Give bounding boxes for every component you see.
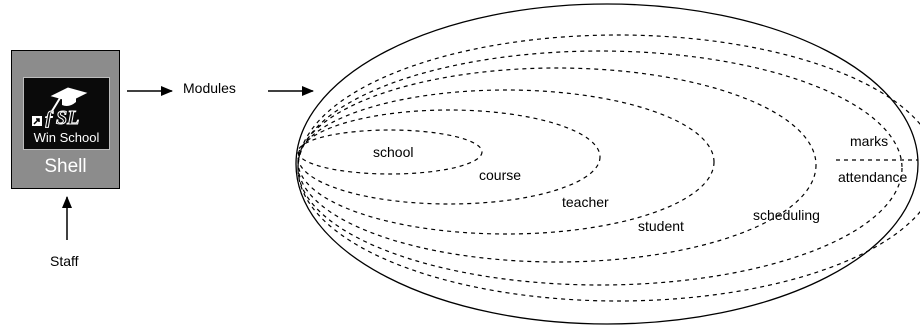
ring-course: [297, 109, 601, 205]
ring-teacher: [297, 89, 715, 235]
ring-label-scheduling: scheduling: [753, 207, 820, 223]
shell-box[interactable]: ƒ SL Win School Shell: [11, 50, 120, 189]
ring-student: [297, 67, 817, 263]
ring-school: [297, 129, 483, 175]
ring-label-school: school: [373, 144, 413, 160]
svg-text:ƒ: ƒ: [44, 107, 54, 129]
logo-text: SL: [56, 107, 79, 129]
ring-attendance: [297, 34, 920, 302]
outer-module-ellipse: [295, 3, 919, 325]
win-school-app-icon[interactable]: ƒ SL Win School: [23, 77, 110, 150]
ring-label-student: student: [638, 218, 684, 234]
ring-label-marks: marks: [850, 133, 888, 149]
ring-label-attendance: attendance: [838, 169, 907, 185]
ring-label-teacher: teacher: [562, 194, 609, 210]
staff-label: Staff: [50, 253, 79, 269]
ring-label-course: course: [479, 167, 521, 183]
graduation-cap-icon: ƒ SL: [32, 87, 88, 130]
shell-label: Shell: [44, 156, 87, 177]
modules-label: Modules: [183, 80, 236, 96]
ring-scheduling: [297, 50, 903, 286]
app-caption: Win School: [33, 130, 100, 145]
